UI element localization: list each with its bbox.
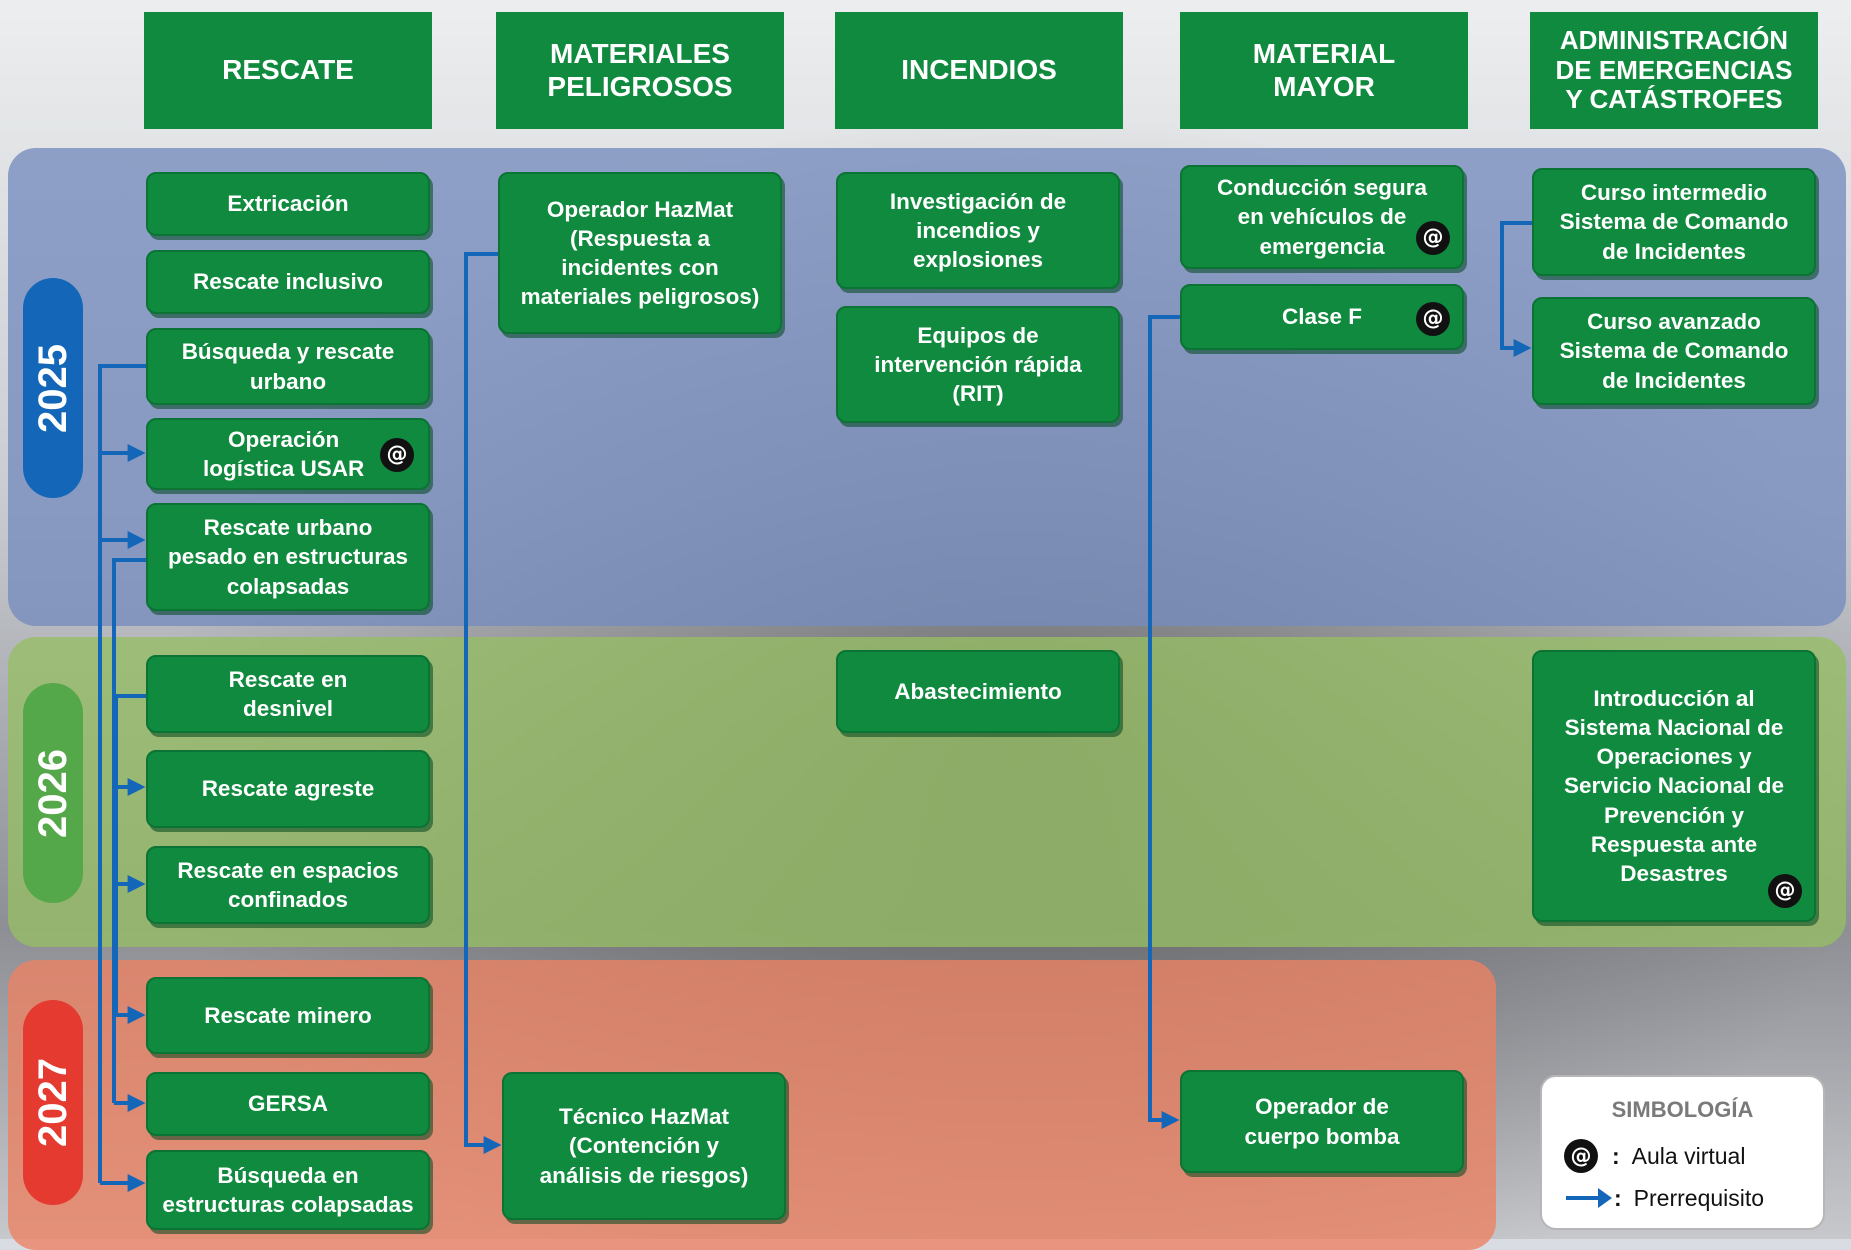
course-curso-avanzado-sci[interactable]: Curso avanzado Sistema de Comando de Inc… [1532,297,1816,405]
virtual-classroom-icon: @ [1416,302,1450,336]
virtual-classroom-icon: @ [1564,1139,1598,1173]
course-busqueda-rescate-urbano[interactable]: Búsqueda y rescate urbano [146,328,430,405]
virtual-classroom-icon: @ [1416,221,1450,255]
legend-prereq-label: Prerrequisito [1633,1184,1765,1211]
course-introduccion-sinapred[interactable]: Introducción al Sistema Nacional de Oper… [1532,650,1816,922]
course-operador-hazmat[interactable]: Operador HazMat (Respuesta a incidentes … [498,172,782,334]
year-label-2025: 2025 [23,278,83,498]
year-label-2027: 2027 [23,1000,83,1205]
course-tecnico-hazmat[interactable]: Técnico HazMat (Contención y análisis de… [502,1072,786,1220]
course-rescate-en-desnivel[interactable]: Rescate en desnivel [146,655,430,733]
course-rescate-agreste[interactable]: Rescate agreste [146,750,430,828]
legend-separator: : [1614,1184,1622,1211]
header-materiales-peligrosos: MATERIALES PELIGROSOS [496,12,784,129]
header-material-mayor: MATERIAL MAYOR [1180,12,1468,129]
prerequisite-arrow-icon [1566,1188,1612,1208]
header-incendios: INCENDIOS [835,12,1123,129]
legend-prereq-row: : Prerrequisito [1564,1183,1764,1213]
course-curso-intermedio-sci[interactable]: Curso intermedio Sistema de Comando de I… [1532,168,1816,276]
course-investigacion-incendios[interactable]: Investigación de incendios y explosiones [836,172,1120,289]
course-clase-f[interactable]: Clase F @ [1180,284,1464,350]
year-label-2026: 2026 [23,683,83,903]
course-rescate-espacios-confinados[interactable]: Rescate en espacios confinados [146,846,430,924]
course-operador-cuerpo-bomba[interactable]: Operador de cuerpo bomba [1180,1070,1464,1173]
legend-virtual-row: @ : Aula virtual [1564,1139,1745,1173]
header-administracion-emergencias: ADMINISTRACIÓN DE EMERGENCIAS Y CATÁSTRO… [1530,12,1818,129]
course-rescate-inclusivo[interactable]: Rescate inclusivo [146,250,430,314]
course-rescate-minero[interactable]: Rescate minero [146,977,430,1054]
legend-separator: : [1612,1142,1620,1169]
course-gersa[interactable]: GERSA [146,1072,430,1136]
course-conduccion-segura[interactable]: Conducción segura en vehículos de emerge… [1180,165,1464,269]
course-extricacion[interactable]: Extricación [146,172,430,236]
legend: SIMBOLOGÍA @ : Aula virtual : Prerrequis… [1540,1075,1825,1230]
legend-title: SIMBOLOGÍA [1611,1097,1754,1122]
course-abastecimiento[interactable]: Abastecimiento [836,650,1120,733]
course-operacion-logistica-usar[interactable]: Operación logística USAR @ [146,418,430,490]
legend-virtual-label: Aula virtual [1631,1142,1746,1169]
virtual-classroom-icon: @ [380,438,414,472]
course-busqueda-estructuras-colapsadas[interactable]: Búsqueda en estructuras colapsadas [146,1150,430,1230]
course-rescate-urbano-pesado[interactable]: Rescate urbano pesado en estructuras col… [146,503,430,611]
header-rescate: RESCATE [144,12,432,129]
virtual-classroom-icon: @ [1768,874,1802,908]
course-equipos-intervencion-rapida[interactable]: Equipos de intervención rápida (RIT) [836,306,1120,423]
